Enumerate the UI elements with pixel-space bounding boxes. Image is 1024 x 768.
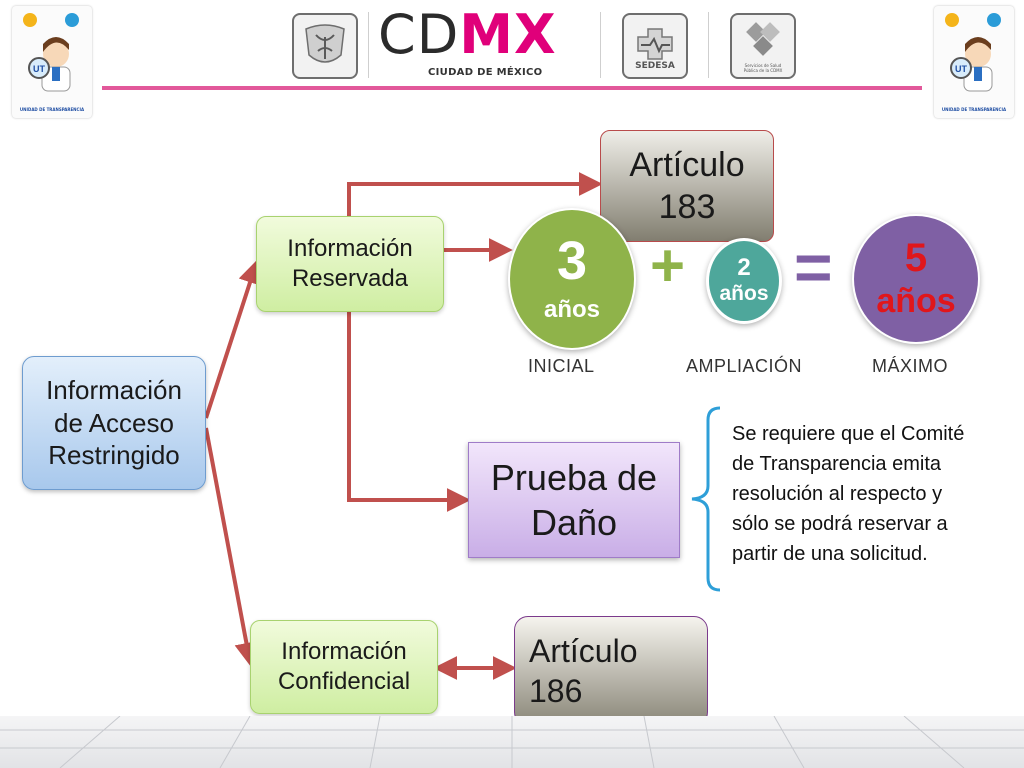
- header-divider: [600, 12, 601, 78]
- root-box: Información de Acceso Restringido: [22, 356, 206, 490]
- equals-sign: =: [794, 230, 833, 304]
- arrow-reservada-to-articulo-183: [347, 172, 603, 216]
- prueba-line-1: Prueba de: [490, 457, 658, 498]
- circle-ampliacion: 2 años: [706, 238, 782, 324]
- articulo-186-line-2: 186: [529, 673, 583, 709]
- articulo-186-line-1: Artículo: [529, 633, 638, 669]
- cdmx-logo: CDMX: [378, 8, 557, 62]
- note-line-4: sólo se podrá reservar a: [732, 513, 948, 535]
- ut-badge: UT: [33, 64, 45, 74]
- articulo-186-box: Artículo 186: [514, 616, 708, 726]
- header-pink-rule: [102, 86, 922, 90]
- prueba-line-2: Daño: [530, 502, 618, 543]
- sedesa-logo: SEDESA: [622, 13, 688, 79]
- circle-maximo: 5 años: [852, 214, 980, 344]
- circle-inicial-unit: años: [543, 296, 600, 323]
- label-inicial: INICIAL: [528, 356, 595, 376]
- plus-sign: +: [650, 232, 686, 299]
- servicios-salud-logo: Servicios de Salud Pública de la CDMX: [730, 13, 796, 79]
- root-line-3: Restringido: [48, 440, 180, 471]
- health-heart-icon: [637, 28, 673, 60]
- label-ampliacion: AMPLIACIÓN: [686, 356, 803, 376]
- diamond-pattern-icon: [746, 22, 780, 56]
- transparency-mascot-icon: UT: [23, 13, 79, 92]
- reservada-line-1: Información: [287, 235, 413, 262]
- reservada-box: Información Reservada: [256, 216, 444, 312]
- ut-logo-left: UT UNIDAD DE TRANSPARENCIA: [12, 6, 92, 118]
- confidencial-line-1: Información: [281, 638, 407, 665]
- circle-inicial: 3 años: [508, 208, 636, 350]
- arrow-reservada-to-prueba: [347, 310, 471, 512]
- cdmx-logo-cd: CD: [378, 3, 460, 66]
- cdmx-subtitle: CIUDAD DE MÉXICO: [428, 67, 543, 78]
- circle-ampliacion-unit: años: [719, 282, 769, 305]
- header-divider: [708, 12, 709, 78]
- circle-inicial-number: 3: [556, 231, 588, 291]
- circle-maximo-unit: años: [876, 281, 956, 320]
- floor-grid: [0, 716, 1024, 768]
- ut-caption: UNIDAD DE TRANSPARENCIA: [941, 107, 1007, 112]
- confidencial-box: Información Confidencial: [250, 620, 438, 714]
- government-shield-emblem: [292, 13, 358, 79]
- cdmx-logo-mx: MX: [459, 3, 557, 66]
- reservada-line-2: Reservada: [291, 265, 409, 292]
- requirement-note: Se requiere que el Comité de Transparenc…: [732, 419, 1002, 569]
- prueba-dano-box: Prueba de Daño: [468, 442, 680, 558]
- confidencial-line-2: Confidencial: [277, 668, 411, 695]
- sedesa-label: SEDESA: [635, 61, 675, 71]
- eagle-shield-icon: [305, 24, 345, 63]
- note-line-2: de Transparencia emita: [732, 453, 942, 475]
- root-line-1: Información: [46, 375, 182, 406]
- ut-badge: UT: [955, 64, 967, 74]
- label-maximo: MÁXIMO: [872, 356, 949, 376]
- header-divider: [368, 12, 369, 78]
- circle-ampliacion-number: 2: [737, 254, 751, 281]
- ut-caption: UNIDAD DE TRANSPARENCIA: [19, 107, 85, 112]
- articulo-183-box: Artículo 183: [600, 130, 774, 242]
- arrow-root-to-confidencial: [204, 427, 259, 667]
- note-line-5: partir de una solicitud.: [732, 543, 928, 565]
- root-line-2: de Acceso: [54, 407, 174, 438]
- ut-logo-right: UT UNIDAD DE TRANSPARENCIA: [934, 6, 1014, 118]
- curly-brace-icon: [691, 406, 721, 592]
- note-line-1: Se requiere que el Comité: [732, 423, 965, 445]
- articulo-183-line-2: 183: [658, 188, 716, 226]
- transparency-mascot-icon: UT: [945, 13, 1001, 92]
- arrow-root-to-reservada: [204, 259, 262, 419]
- note-line-3: resolución al respecto y: [732, 483, 943, 505]
- articulo-183-line-1: Artículo: [629, 145, 745, 184]
- circle-maximo-number: 5: [904, 235, 928, 280]
- servicios-label: Servicios de Salud Pública de la CDMX: [743, 63, 783, 73]
